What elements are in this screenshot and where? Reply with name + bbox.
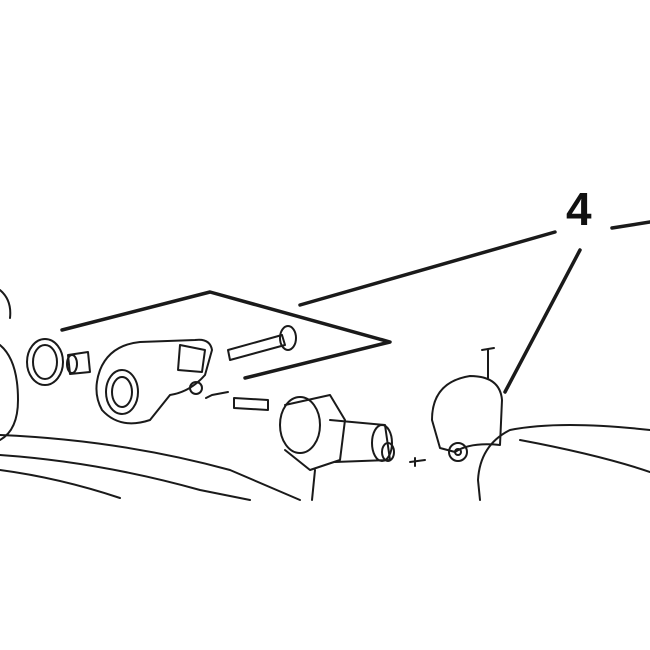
bolt	[205, 325, 297, 411]
callout-number: 4	[566, 183, 592, 235]
clamp-screw	[409, 347, 495, 467]
callout-leader-lines	[60, 220, 650, 394]
left-tube	[0, 289, 301, 501]
clamp	[431, 375, 503, 462]
fitting	[66, 351, 91, 375]
pump-housing	[95, 338, 213, 425]
right-tube	[477, 424, 650, 501]
o-ring	[26, 338, 64, 386]
impeller-assembly	[279, 394, 395, 501]
